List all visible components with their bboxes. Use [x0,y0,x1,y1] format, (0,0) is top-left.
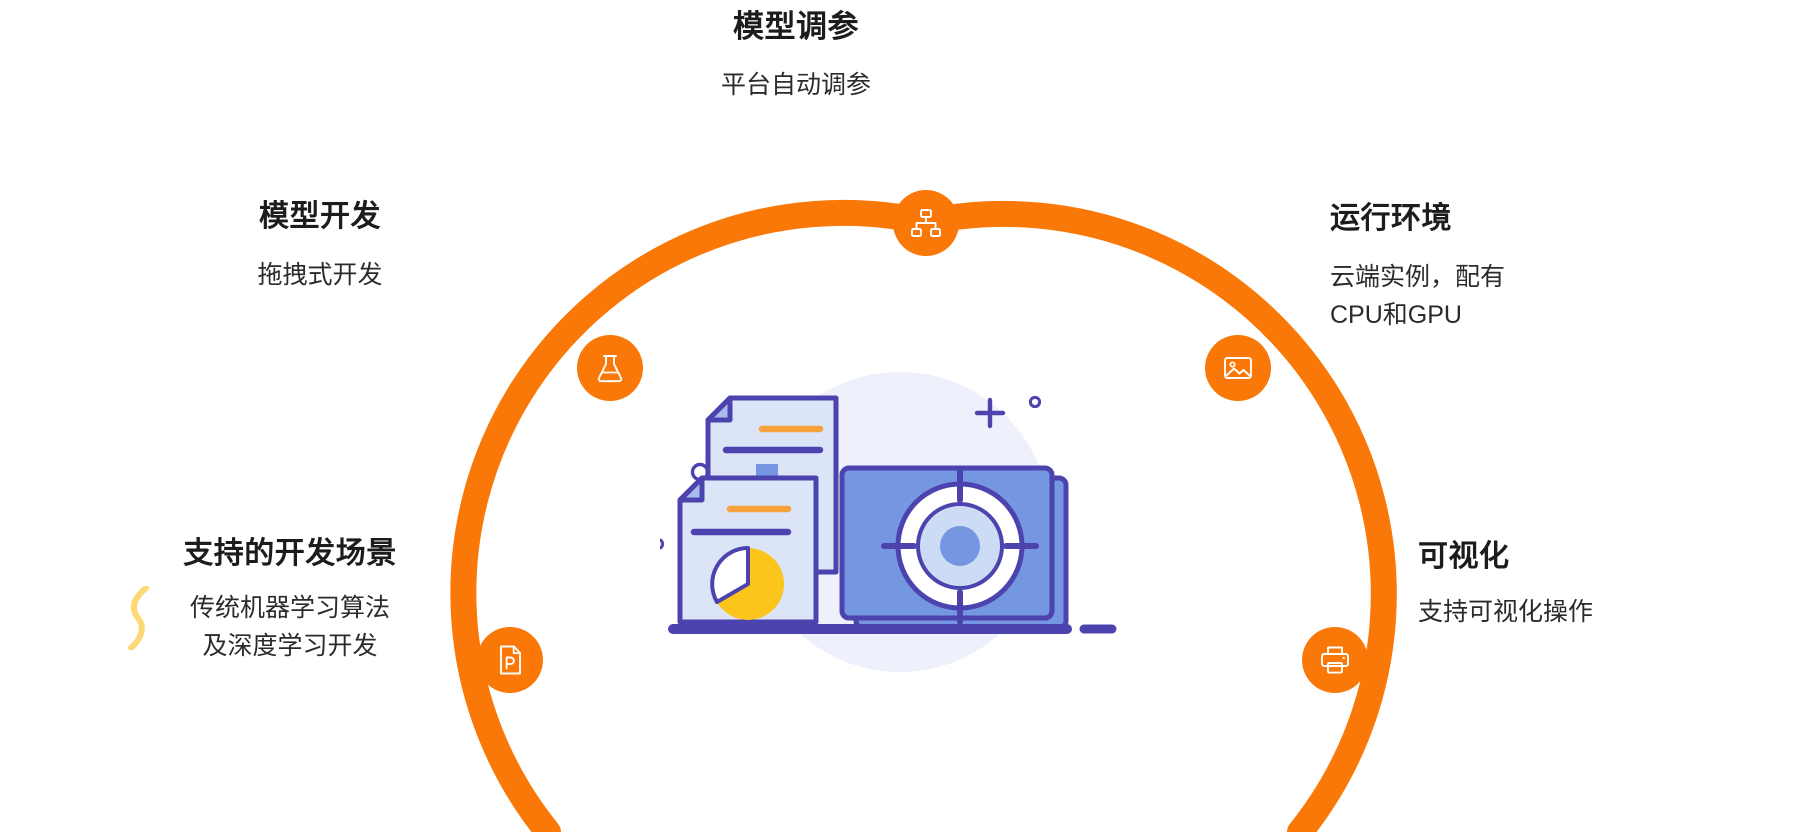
runtime-desc-line-1: 云端实例，配有 [1330,262,1506,291]
runtime-desc-line-2: CPU和GPU [1330,301,1462,330]
label-block-scenarios: 支持的开发场景 传统机器学习算法 及深度学习开发 [120,535,460,685]
scenarios-title: 支持的开发场景 [183,537,397,570]
tuning-title: 模型调参 [733,9,859,44]
visualization-title: 可视化 [1418,540,1510,573]
runtime-desc: 云端实例，配有 CPU和GPU [1330,258,1680,336]
flask-icon [597,355,623,383]
node-runtime[interactable] [1205,335,1271,401]
node-tuning[interactable] [893,190,959,256]
development-desc-line-1: 拖拽式开发 [257,260,383,289]
tuning-desc-line-1: 平台自动调参 [720,70,871,99]
development-desc: 拖拽式开发 [155,256,485,295]
development-title: 模型开发 [259,200,381,233]
platform-illustration [660,372,1117,672]
powerpoint-file-icon [500,645,521,675]
node-development[interactable] [577,335,643,401]
visualization-desc: 支持可视化操作 [1418,593,1798,632]
label-block-tuning: 模型调参 平台自动调参 [596,8,996,105]
highlighter-brace-icon [128,586,149,650]
image-icon [1224,357,1252,379]
node-visualization[interactable] [1302,627,1368,693]
scenarios-desc-line-2: 及深度学习开发 [202,632,378,661]
highlighter-mark-2 [185,671,435,685]
target-crosshair-icon [881,467,1039,625]
hierarchy-icon [911,209,941,237]
tuning-desc: 平台自动调参 [596,66,996,105]
scenarios-desc-line-1: 传统机器学习算法 [189,593,390,622]
label-block-runtime: 运行环境 云端实例，配有 CPU和GPU [1330,200,1680,335]
runtime-title: 运行环境 [1330,202,1452,235]
scenarios-highlight-wrap: 传统机器学习算法 及深度学习开发 [185,589,455,685]
visualization-desc-line-1: 支持可视化操作 [1418,597,1594,626]
scenarios-desc: 传统机器学习算法 及深度学习开发 [120,589,460,685]
label-block-visualization: 可视化 支持可视化操作 [1418,538,1798,631]
label-block-development: 模型开发 拖拽式开发 [155,198,485,294]
document-front-with-pie-chart [677,475,819,625]
node-scenarios[interactable] [477,627,543,693]
printer-icon [1321,646,1349,674]
